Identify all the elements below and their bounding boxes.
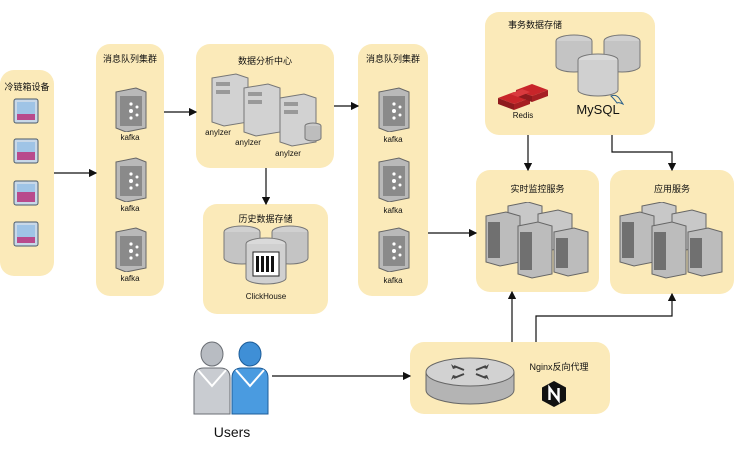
history-title: 历史数据存储 [238,214,293,224]
mysql-label: MySQL [576,102,620,117]
cold-box-icon [13,221,39,247]
mq-left-title: 消息队列集群 [102,54,157,64]
clickhouse-db-icon [223,225,309,285]
kafka-label: kafka [383,135,403,144]
user-gray-icon [193,341,231,415]
kafka-label: kafka [383,206,403,215]
disk-icon [304,122,322,142]
analyzer-label: anylzer [235,138,261,147]
dolphin-icon [610,94,624,106]
user-blue-icon [231,341,269,415]
mysql-db-icon [555,34,641,97]
kafka-label: kafka [120,204,140,213]
app-title: 应用服务 [653,184,690,194]
kafka-server-icon [115,227,147,272]
monitor-server-rack-icon [485,202,589,279]
kafka-server-icon [115,87,147,132]
tx-storage-title: 事务数据存储 [507,20,562,30]
monitor-title: 实时监控服务 [510,184,565,194]
redis-label: Redis [512,111,534,120]
analyzer-label: anylzer [275,149,301,158]
users-label: Users [213,424,251,440]
analyzer-label: anylzer [205,128,231,137]
cold-box-icon [13,180,39,206]
cold-box-icon [13,98,39,124]
nginx-title: Nginx反向代理 [529,362,589,372]
redis-icon [498,84,548,110]
clickhouse-label: ClickHouse [245,292,287,301]
mq-right-title: 消息队列集群 [365,54,420,64]
kafka-label: kafka [120,133,140,142]
edge-tx-to-app [611,135,677,172]
router-icon [425,357,515,405]
cold-box-icon [13,138,39,164]
users-icon [193,341,269,415]
kafka-server-icon [378,227,410,272]
tx-storage-panel [485,12,655,135]
app-server-rack-icon [619,202,723,279]
kafka-label: kafka [383,276,403,285]
analytics-title: 数据分析中心 [237,56,292,66]
kafka-label: kafka [120,274,140,283]
cold-storage-title: 冷链箱设备 [4,82,50,92]
edge-nginx-to-app [535,292,677,342]
kafka-server-icon [378,157,410,202]
kafka-server-icon [115,157,147,202]
kafka-server-icon [378,87,410,132]
nginx-logo-icon [542,381,566,407]
analyzer-server-icon [243,83,281,137]
